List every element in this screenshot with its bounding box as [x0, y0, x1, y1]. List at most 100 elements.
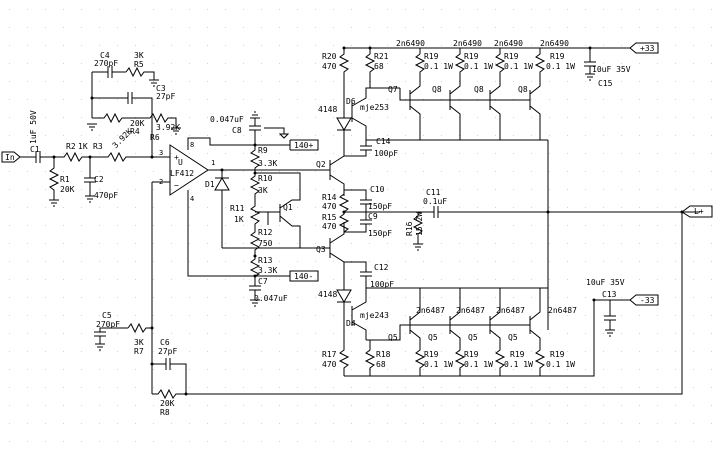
- svg-text:C7: C7: [258, 277, 268, 286]
- svg-text:Q5: Q5: [508, 333, 518, 342]
- svg-text:20K: 20K: [60, 185, 75, 194]
- svg-text:R4: R4: [130, 127, 140, 136]
- svg-text:Q5: Q5: [428, 333, 438, 342]
- svg-text:R19: R19: [510, 350, 525, 359]
- part-2n6490-d: 2n6490: [540, 39, 569, 48]
- svg-text:0.1uF: 0.1uF: [423, 197, 447, 206]
- svg-text:R19: R19: [464, 52, 479, 61]
- resistor-r20: R20 470: [322, 48, 350, 80]
- diode-d1: D1: [205, 170, 230, 248]
- svg-text:mje253: mje253: [360, 103, 389, 112]
- svg-text:R19: R19: [424, 350, 439, 359]
- svg-text:470: 470: [322, 62, 337, 71]
- capacitor-c5: C5 270pF: [94, 311, 128, 351]
- svg-text:15 2W: 15 2W: [415, 212, 424, 236]
- svg-text:R11: R11: [230, 204, 245, 213]
- svg-text:L+: L+: [694, 207, 704, 216]
- capacitor-c8: 0.047uF C8: [210, 111, 261, 138]
- svg-text:750: 750: [258, 239, 273, 248]
- svg-text:mje243: mje243: [360, 311, 389, 320]
- capacitor-c10: C10 150pF: [360, 185, 392, 212]
- svg-text:1K: 1K: [234, 215, 244, 224]
- svg-text:R17: R17: [322, 350, 337, 359]
- svg-text:C10: C10: [370, 185, 385, 194]
- svg-text:470pF: 470pF: [94, 191, 118, 200]
- svg-text:150pF: 150pF: [368, 202, 392, 211]
- resistor-r15: R15 470: [322, 212, 350, 233]
- svg-text:R15: R15: [322, 213, 337, 222]
- svg-text:0.1 1W: 0.1 1W: [424, 62, 453, 71]
- svg-text:R19: R19: [504, 52, 519, 61]
- svg-text:C8: C8: [232, 126, 242, 135]
- resistor-r6: 3.92K R6: [134, 112, 181, 142]
- port-minus33: -33: [629, 294, 659, 306]
- svg-text:Q7: Q7: [388, 85, 398, 94]
- capacitor-c3: C3 27pF: [92, 84, 175, 157]
- svg-text:150pF: 150pF: [368, 229, 392, 238]
- svg-text:470: 470: [322, 202, 337, 211]
- resistor-r9: R9 3.3K: [249, 145, 277, 173]
- svg-text:10uF 35V: 10uF 35V: [592, 65, 631, 74]
- resistor-r18: R18 68: [364, 340, 391, 376]
- svg-text:27pF: 27pF: [156, 92, 175, 101]
- part-2n6487-b: 2n6487: [456, 306, 485, 315]
- svg-text:C6: C6: [160, 338, 170, 347]
- part-2n6487-d: 2n6487: [548, 306, 577, 315]
- part-2n6487-a: 2n6487: [416, 306, 445, 315]
- resistor-r21: R21 68: [364, 48, 389, 80]
- svg-text:3.3K: 3.3K: [258, 159, 277, 168]
- svg-text:R21: R21: [374, 52, 389, 61]
- svg-text:C4: C4: [100, 51, 110, 60]
- svg-text:Q8: Q8: [518, 85, 528, 94]
- capacitor-c12: C12 100pF: [344, 261, 394, 289]
- svg-text:+33: +33: [640, 44, 655, 53]
- svg-text:U: U: [178, 158, 183, 167]
- resistor-r10: R10 3K: [249, 173, 273, 204]
- svg-text:D1: D1: [205, 180, 215, 189]
- svg-text:1: 1: [211, 159, 215, 167]
- part-2n6487-c: 2n6487: [496, 306, 525, 315]
- svg-text:Q2: Q2: [316, 160, 326, 169]
- svg-text:R6: R6: [150, 133, 160, 142]
- svg-text:0.1 1W: 0.1 1W: [546, 62, 575, 71]
- input-port-label: In: [5, 153, 15, 162]
- capacitor-c11: C11 0.1uF: [418, 188, 700, 218]
- svg-text:0.1 1W: 0.1 1W: [504, 62, 533, 71]
- svg-text:100pF: 100pF: [370, 280, 394, 289]
- svg-text:Q8: Q8: [474, 85, 484, 94]
- capacitor-c13: 10uF 35V C13: [586, 278, 625, 337]
- svg-text:3.3K: 3.3K: [258, 266, 277, 275]
- resistor-r19-top: R19 0.1 1W R19 0.1 1W R19 0.1 1W R19 0.1…: [414, 48, 575, 80]
- svg-text:C5: C5: [102, 311, 112, 320]
- resistor-r7: 3K R7: [127, 322, 152, 356]
- svg-text:68: 68: [374, 62, 384, 71]
- svg-text:C13: C13: [602, 290, 617, 299]
- svg-text:C2: C2: [94, 175, 104, 184]
- svg-text:20K: 20K: [130, 119, 145, 128]
- svg-text:C14: C14: [376, 137, 391, 146]
- resistor-r2: R2 1K: [54, 142, 90, 163]
- svg-text:140+: 140+: [294, 141, 313, 150]
- svg-text:R19: R19: [550, 350, 565, 359]
- transistor-q5-row: Q5 Q5 Q5 Q5: [366, 296, 541, 348]
- svg-text:20K: 20K: [160, 399, 175, 408]
- svg-text:R16: R16: [405, 221, 414, 236]
- svg-text:0.1 1W: 0.1 1W: [464, 360, 493, 369]
- svg-text:R3: R3: [93, 142, 103, 151]
- svg-text:3.92K: 3.92K: [156, 123, 180, 132]
- svg-text:4: 4: [190, 195, 194, 203]
- svg-text:8: 8: [190, 141, 194, 149]
- capacitor-c14: C14 100pF: [344, 137, 398, 158]
- svg-text:C1: C1: [30, 145, 40, 154]
- svg-text:Q3: Q3: [316, 245, 326, 254]
- resistor-r16: R16 15 2W: [405, 212, 424, 251]
- capacitor-c9: C9 150pF: [344, 212, 392, 238]
- svg-text:4148: 4148: [318, 290, 337, 299]
- svg-text:R1: R1: [60, 175, 70, 184]
- opamp-lf412: U LF412 + − 3 2 8 4 1: [159, 141, 215, 203]
- svg-text:D6: D6: [346, 97, 356, 106]
- svg-text:1K: 1K: [78, 142, 88, 151]
- svg-text:0.047uF: 0.047uF: [210, 115, 244, 124]
